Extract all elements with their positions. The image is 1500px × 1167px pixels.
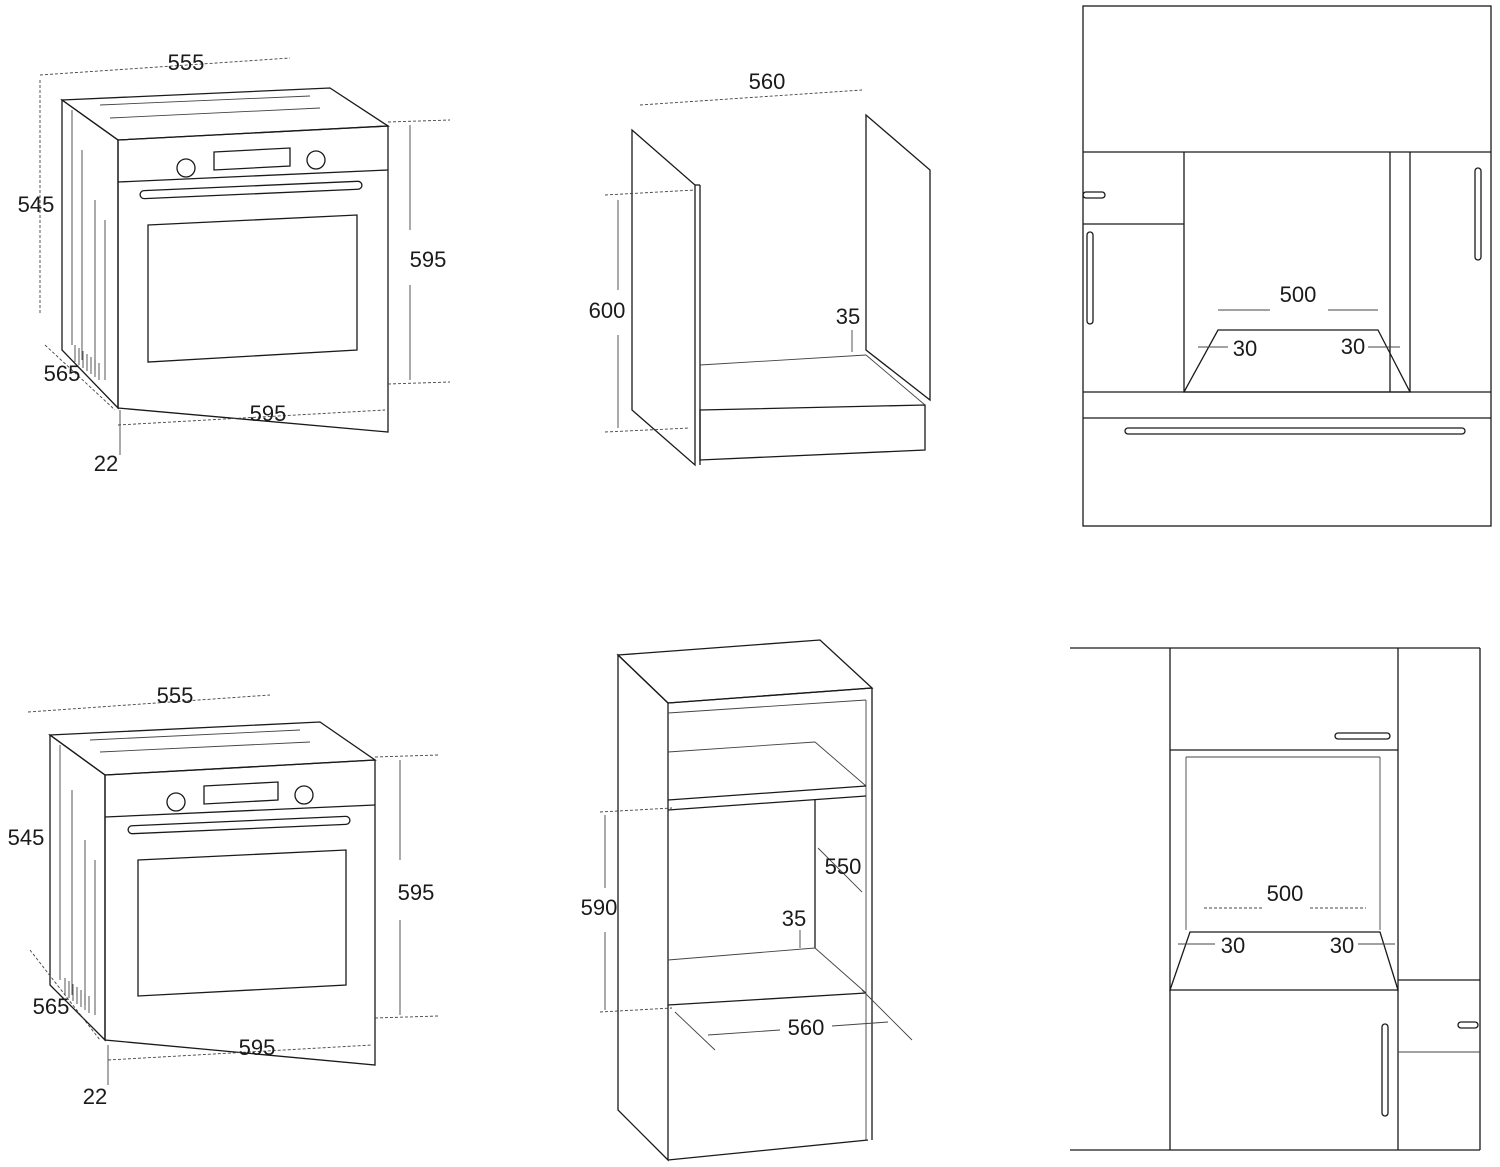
door-handle-right [1474, 167, 1482, 261]
door-handle-left [1086, 231, 1094, 325]
dim-oven-depth: 565 [44, 361, 81, 386]
dim-gap-right: 30 [1341, 334, 1365, 359]
cabinet-right-side [865, 113, 931, 402]
vent-slits-b [64, 978, 90, 1013]
dim-oven-width: 555 [168, 50, 205, 75]
drawer-handle-bottom [1124, 427, 1466, 435]
install-view-bottom [1070, 647, 1481, 1151]
dimension-labels-top-middle: 560 600 35 [589, 69, 861, 329]
oven-drawing-top [39, 57, 451, 455]
dimension-labels-top-left: 555 545 595 565 595 22 [18, 50, 447, 476]
tall-cabinet-top [616, 639, 874, 704]
dim-tall-cabinet-width: 560 [788, 1015, 825, 1040]
oven-opening-b [1169, 931, 1399, 991]
control-display-b [203, 781, 279, 805]
dim-oven-body-height-b: 545 [8, 825, 45, 850]
dim-inner-width: 500 [1280, 282, 1317, 307]
oven-window [147, 214, 358, 363]
dim-cabinet-clearance: 35 [836, 304, 860, 329]
dimension-labels-bottom-middle: 590 550 35 560 [581, 854, 862, 1040]
cabinet-drawing-top [604, 89, 931, 467]
control-knob-left [176, 158, 196, 178]
dim-tall-cabinet-clearance: 35 [782, 906, 806, 931]
oven-front-panel-b [104, 759, 376, 1066]
dim-tall-cabinet-depth: 550 [825, 854, 862, 879]
dim-panel-thickness-b: 22 [83, 1084, 107, 1109]
cabinet-handle-top [1334, 732, 1391, 740]
oven-drawing-bottom [27, 694, 439, 1085]
dimension-labels-bottom-right: 500 30 30 [1221, 881, 1354, 958]
dimension-labels-top-right: 500 30 30 [1233, 282, 1365, 361]
door-handle-bottom-b [1381, 1023, 1389, 1117]
control-display [213, 147, 291, 171]
dim-oven-width-b: 555 [157, 683, 194, 708]
dim-oven-front-height: 595 [410, 247, 447, 272]
dim-panel-thickness: 22 [94, 451, 118, 476]
dim-oven-front-width-b: 595 [239, 1035, 276, 1060]
control-knob-left-b [166, 792, 186, 812]
door-handle [139, 180, 363, 200]
dim-inner-width-b: 500 [1267, 881, 1304, 906]
oven-top-surface [60, 87, 391, 141]
oven-window-b [137, 849, 347, 997]
install-frame [1082, 5, 1492, 527]
control-knob-right [306, 150, 326, 170]
dim-cabinet-height: 600 [589, 298, 626, 323]
oven-front-panel [117, 125, 389, 433]
dim-tall-cabinet-height: 590 [581, 895, 618, 920]
install-view-top [1082, 5, 1492, 527]
control-knob-right-b [294, 785, 314, 805]
cabinet-left-side [631, 128, 696, 467]
drawer-handle-left [1082, 191, 1106, 199]
dim-oven-body-height: 545 [18, 192, 55, 217]
tall-cabinet-drawing [599, 639, 913, 1162]
oven-opening [1182, 329, 1412, 393]
dim-gap-right-b: 30 [1330, 933, 1354, 958]
dim-oven-front-width: 595 [250, 401, 287, 426]
oven-top-surface-b [48, 721, 377, 776]
drawer-handle-right-b [1457, 1021, 1479, 1029]
dimension-labels-bottom-left: 555 545 595 565 595 22 [8, 683, 435, 1109]
cabinet-base-front [699, 404, 926, 461]
dim-gap-left: 30 [1233, 336, 1257, 361]
vent-slits [74, 345, 100, 380]
tall-cabinet-side [617, 653, 669, 1162]
dim-oven-front-height-b: 595 [398, 880, 435, 905]
dim-oven-depth-b: 565 [33, 994, 70, 1019]
dim-gap-left-b: 30 [1221, 933, 1245, 958]
dim-cabinet-width: 560 [749, 69, 786, 94]
door-handle-b [127, 815, 351, 835]
